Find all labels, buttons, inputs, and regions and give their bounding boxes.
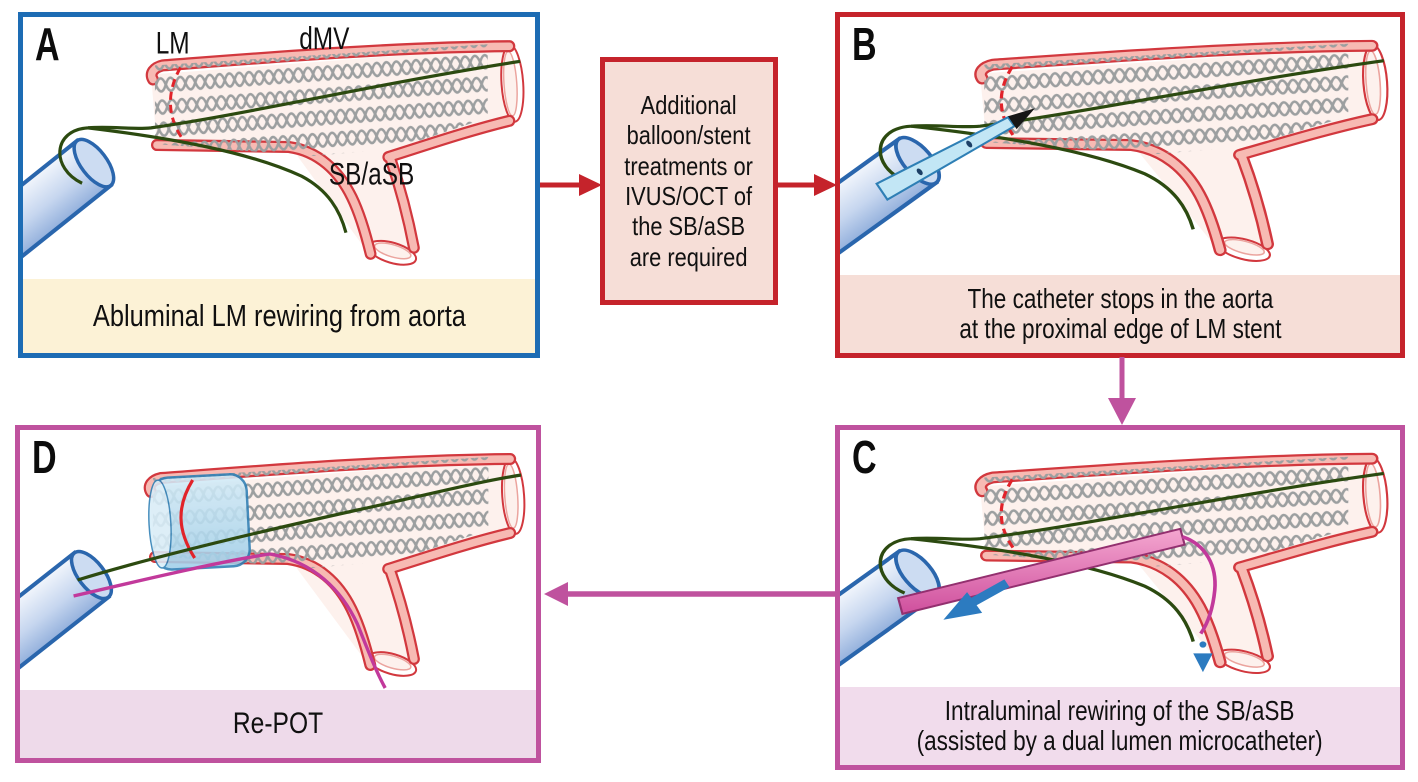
guidewire-sb: [910, 537, 1195, 642]
guide-catheter: [840, 135, 942, 275]
microcatheter-tip: [1008, 108, 1035, 130]
panel-a-letter: A: [35, 18, 60, 70]
stent-mesh: [984, 43, 1349, 154]
flow-arrow-decision-to-b: [778, 174, 837, 196]
microcatheter: [875, 108, 1035, 201]
panel-d: D: [15, 425, 541, 763]
vessel-cut-end-sb: [367, 239, 418, 266]
microcatheter-marker: [966, 140, 973, 148]
stent-mesh: [154, 44, 488, 157]
panel-d-caption: Re-POT: [20, 690, 536, 758]
panel-c-letter: C: [852, 431, 877, 483]
label-lm: LM: [156, 25, 190, 60]
panel-d-letter: D: [32, 431, 57, 483]
bifurcation-vessel: [974, 39, 1389, 262]
pullback-arrow: [943, 579, 1010, 620]
label-dmv: dMV: [299, 21, 349, 56]
stent-proximal-edge-marker: [999, 65, 1016, 138]
guidewire-mv: [58, 59, 521, 185]
guidewires: [58, 59, 521, 234]
pot-balloon: [148, 473, 251, 571]
sb-rewiring-guidewire-magenta: [1181, 535, 1217, 635]
guide-catheter: [23, 137, 116, 279]
panel-b: B: [835, 12, 1405, 358]
guidewire-sb-magenta: [73, 552, 387, 689]
stent-mesh: [984, 456, 1349, 567]
wire-advance-arrow: [1193, 641, 1213, 673]
guide-catheter: [20, 549, 114, 690]
guidewire-mv: [77, 473, 522, 582]
bifurcation-vessel: [145, 40, 525, 266]
guidewire-mv: [878, 59, 1385, 183]
panel-a-caption-text: Abluminal LM rewiring from aorta: [92, 298, 466, 334]
stent-proximal-edge-marker: [999, 478, 1016, 551]
guidewire-mv: [878, 471, 1385, 595]
vessel-labels: LM dMV SB/aSB: [156, 21, 415, 191]
stent-proximal-edge-marker: [169, 66, 184, 140]
flow-arrow-a-to-decision: [540, 174, 602, 196]
flow-arrow-c-to-d: [544, 582, 835, 606]
panel-a: A: [18, 12, 540, 358]
label-sb-asb: SB/aSB: [329, 156, 414, 191]
dual-lumen-microcatheter: [896, 527, 1186, 616]
bifurcation-vessel: [974, 452, 1389, 674]
guidewire-sb: [87, 126, 348, 234]
vessel-illustration-intraluminal-rewiring: [840, 452, 1389, 687]
panel-c-caption: Intraluminal rewiring of the SB/aSB(assi…: [840, 687, 1400, 765]
panel-c: C: [835, 425, 1405, 770]
vessel-cut-end-distal: [500, 44, 525, 123]
guide-catheter: [840, 548, 942, 687]
panel-c-caption-text: Intraluminal rewiring of the SB/aSB(assi…: [916, 695, 1324, 756]
panel-b-letter: B: [852, 18, 877, 70]
vessel-cut-end-sb: [367, 651, 418, 677]
vessel-cut-end-sb: [1216, 236, 1271, 262]
vessel-illustration-re-pot: [20, 453, 526, 690]
microcatheter-marker: [916, 168, 923, 176]
guidewires: [878, 471, 1385, 642]
panel-d-caption-text: Re-POT: [232, 706, 324, 740]
vessel-illustration-abluminal-rewiring: LM dMV SB/aSB: [23, 21, 525, 279]
vessel-illustration-catheter-stops: [840, 39, 1389, 275]
panel-a-caption: Abluminal LM rewiring from aorta: [23, 279, 535, 353]
flow-arrow-b-to-c: [1108, 357, 1136, 425]
